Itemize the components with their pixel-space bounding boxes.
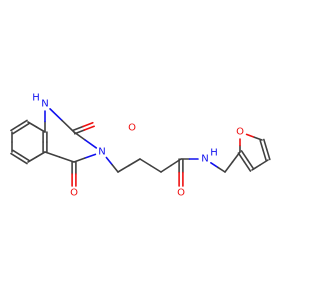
bond-c4-c4a-half-2: [44, 151, 61, 158]
atom-o-amide: O: [177, 188, 185, 199]
bond-n1-c2-half-1: [49, 108, 63, 122]
bond-cc-cd-half-1: [160, 164, 172, 173]
bond-cf5-cf4-a-half-2: [262, 149, 267, 162]
bond-c2-n3-half-2: [84, 139, 98, 149]
bond-cb-cc-half-1: [139, 158, 152, 167]
bond-c2-o2-a-half-2: [83, 125, 95, 131]
bond-of-cf5-half-1: [245, 133, 256, 138]
bond-cf4-cf3-half-1: [259, 159, 269, 166]
bond-c8a-c8-half-1: [35, 126, 46, 133]
bond-n1-c2-half-2: [61, 119, 75, 133]
bond-cf5-cf4-b-half-2: [266, 148, 271, 161]
atom-h1: H: [32, 93, 40, 104]
bond-c6-c5-b-half-1: [12, 149, 22, 157]
bond-cf3-cf2-a-half-2: [240, 150, 249, 161]
bond-c4-c4a-half-1: [58, 156, 75, 163]
bond-n3-ca-half-1: [105, 156, 113, 166]
bond-nam-cm-half-2: [217, 166, 226, 173]
bond-c2-o2-a-half-1: [73, 129, 86, 135]
bond-c6-c5-a-half-2: [18, 157, 28, 165]
bond-n3-c4-half-1: [83, 153, 97, 159]
atom-n-amide: N: [201, 154, 208, 165]
bond-of-cf5-half-2: [253, 136, 263, 141]
atom-labels: N H N O O O N H O: [32, 93, 244, 199]
bond-ca-cb-half-2: [128, 158, 141, 167]
bond-cf3-cf2-b-half-2: [237, 152, 246, 163]
bond-c8-c7-b-half-1: [20, 122, 30, 130]
bond-c8-c7-a-half-1: [18, 119, 28, 127]
bond-c6-c5-a-half-1: [10, 152, 20, 160]
bond-cf3-cf2-b-half-1: [243, 161, 252, 172]
bond-c6-c5-b-half-2: [20, 154, 30, 162]
bond-c2-o2-b-half-2: [82, 121, 94, 128]
bond-ca-cb-half-1: [117, 164, 130, 173]
bonds: [10, 108, 271, 187]
molecule-structure: N H N O O O N H O: [10, 93, 271, 199]
atom-h-amide: H: [210, 148, 218, 159]
bond-c8-c7-b-half-2: [12, 127, 22, 135]
bond-c8a-c8-half-2: [27, 121, 38, 128]
bond-c5-c4a-half-1: [27, 156, 38, 163]
bond-cb-cc-half-2: [149, 164, 162, 173]
bond-nam-cm-half-1: [210, 162, 219, 169]
bond-c8-c7-a-half-2: [10, 124, 20, 132]
bond-c5-c4a-half-2: [35, 151, 46, 158]
atom-o-c4: O: [70, 188, 78, 199]
atom-n1: N: [41, 99, 48, 110]
structure-canvas: N H N O O O N H O: [10, 93, 271, 199]
bond-cm-cf2-half-1: [224, 161, 234, 173]
bond-cf3-cf2-a-half-1: [246, 159, 255, 170]
bond-c2-o2-b-half-1: [72, 125, 84, 132]
atom-o-c2: O: [128, 123, 136, 134]
atom-o-furan: O: [236, 127, 244, 138]
bond-n3-ca-half-2: [111, 163, 119, 173]
bond-cf5-cf4-a-half-1: [259, 139, 264, 152]
bond-cf5-cf4-b-half-1: [263, 138, 268, 151]
atom-n3: N: [98, 147, 105, 158]
